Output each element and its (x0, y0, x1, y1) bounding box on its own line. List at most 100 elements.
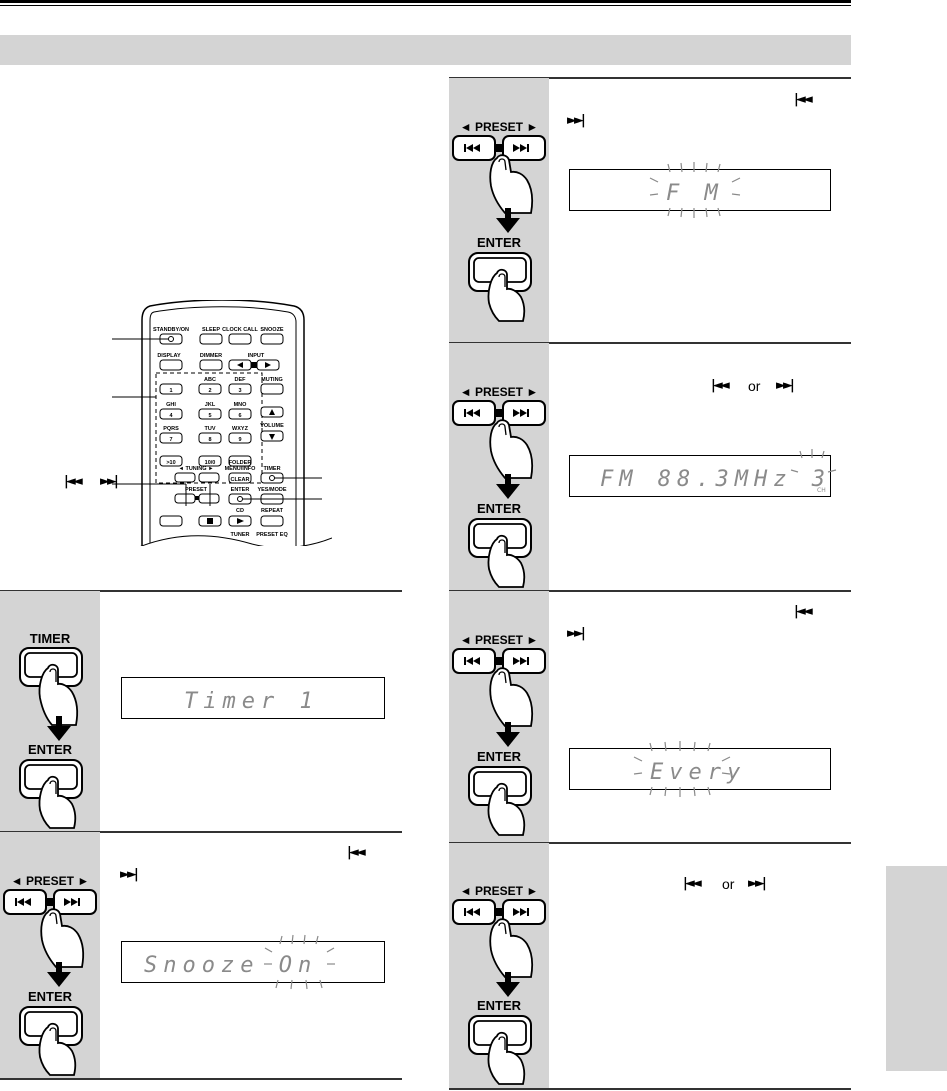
svg-text:DEF: DEF (235, 377, 247, 383)
remote-label-tuning: ◄ TUNING ► (178, 466, 213, 472)
blink-rays-icon (264, 934, 335, 990)
enter-button[interactable]: ENTER (463, 232, 533, 322)
enter-button[interactable]: ENTER (463, 498, 533, 588)
svg-text:PQRS: PQRS (163, 426, 179, 432)
down-arrow-icon (496, 474, 520, 499)
step-divider (449, 842, 851, 844)
skip-back-icon: |◄◄ (64, 474, 83, 489)
lcd-text: FM 88.3MHz 3 (600, 467, 831, 492)
blink-rays-icon (649, 162, 741, 218)
enter-button[interactable]: ENTER (14, 986, 84, 1076)
skip-forward-icon (513, 908, 529, 916)
lcd-text: Every (650, 760, 746, 785)
down-arrow-icon (496, 208, 520, 233)
svg-text:JKL: JKL (205, 402, 216, 408)
skip-forward-icon: ►►| (567, 113, 586, 128)
svg-text:MNO: MNO (234, 402, 248, 408)
skip-back-icon: |◄◄ (794, 604, 813, 619)
skip-forward-icon: ►►| (100, 474, 119, 489)
enter-button[interactable]: ENTER (463, 996, 533, 1085)
preset-label: ◄ PRESET ► (460, 633, 538, 647)
enter-button-label: ENTER (28, 989, 73, 1004)
svg-text:TUV: TUV (205, 426, 216, 432)
remote-label-input: INPUT (248, 353, 265, 359)
skip-back-icon: |◄◄ (347, 845, 366, 860)
lcd-display-snooze: Snooze On (121, 934, 385, 990)
skip-back-icon (464, 908, 480, 916)
down-arrow-icon (496, 722, 520, 747)
preset-buttons[interactable]: ◄ PRESET ► (2, 868, 98, 968)
remote-label-sleep: SLEEP (202, 327, 220, 333)
remote-label-repeat: REPEAT (261, 508, 284, 514)
enter-button[interactable]: ENTER (14, 740, 84, 829)
remote-label-cd: CD (236, 508, 244, 514)
lcd-display-every: Every (569, 741, 831, 797)
skip-back-icon (464, 144, 480, 152)
preset-buttons[interactable]: ◄ PRESET ► (451, 379, 547, 479)
down-arrow-icon (496, 972, 520, 997)
remote-label-preseteq: PRESET EQ (256, 532, 288, 538)
chapter-tab (886, 866, 947, 1071)
remote-label-tuner: TUNER (231, 532, 250, 538)
preset-buttons[interactable]: ◄ PRESET ► (451, 878, 547, 978)
svg-text:8: 8 (208, 437, 211, 443)
svg-text:GHI: GHI (166, 402, 176, 408)
step-divider (0, 1078, 402, 1080)
skip-forward-icon (513, 657, 529, 665)
remote-label-snooze: SNOOZE (260, 327, 284, 333)
skip-forward-icon (513, 144, 529, 152)
step-divider (449, 1088, 851, 1090)
enter-button-label: ENTER (477, 501, 522, 516)
step-divider (0, 590, 402, 592)
remote-label-muting: MUTING (261, 377, 283, 383)
skip-forward-icon (64, 898, 80, 906)
or-text: or (748, 378, 761, 394)
skip-back-icon (15, 898, 31, 906)
timer-button-label: TIMER (30, 631, 71, 646)
enter-button-label: ENTER (477, 235, 522, 250)
svg-text:FOLDER: FOLDER (229, 460, 252, 466)
step-divider (0, 831, 402, 833)
skip-back-icon: |◄◄ (794, 92, 813, 107)
svg-text:1: 1 (169, 388, 172, 394)
enter-button-label: ENTER (28, 742, 73, 757)
lcd-text: Timer 1 (184, 689, 319, 714)
step-divider (449, 590, 851, 592)
remote-label-preset: PRESET (185, 487, 208, 493)
svg-text:5: 5 (208, 413, 211, 419)
svg-text:7: 7 (169, 437, 172, 443)
preset-label: ◄ PRESET ► (460, 385, 538, 399)
remote-label-menu: MENU/INFO (225, 466, 257, 472)
skip-forward-icon: ►►| (776, 378, 795, 393)
skip-forward-icon (513, 409, 529, 417)
preset-buttons[interactable]: ◄ PRESET ► (451, 627, 547, 727)
lcd-display-timer: Timer 1 (121, 677, 385, 719)
ch-indicator: CH (817, 487, 826, 494)
or-text: or (722, 876, 735, 892)
enter-button[interactable]: ENTER (463, 746, 533, 836)
lcd-text: F M (666, 181, 724, 206)
svg-text:6: 6 (238, 413, 241, 419)
skip-back-icon (464, 657, 480, 665)
down-arrow-icon (47, 962, 71, 987)
skip-back-icon (464, 409, 480, 417)
svg-text:3: 3 (238, 388, 241, 394)
lcd-text: Snooze On (144, 953, 317, 978)
remote-label-standby: STANDBY/ON (153, 327, 189, 333)
skip-forward-icon: ►►| (567, 626, 586, 641)
enter-button-label: ENTER (477, 749, 522, 764)
svg-text:10/0: 10/0 (205, 460, 216, 466)
svg-text:>10: >10 (166, 460, 175, 466)
step-divider (449, 77, 851, 79)
preset-buttons[interactable]: ◄ PRESET ► (451, 114, 547, 214)
svg-text:2: 2 (208, 388, 211, 394)
remote-label-timer: TIMER (263, 466, 280, 472)
remote-label-dimmer: DIMMER (200, 353, 222, 359)
skip-forward-icon: ►►| (120, 867, 139, 882)
timer-button[interactable]: TIMER (14, 628, 84, 728)
skip-forward-icon: ►►| (748, 876, 767, 891)
remote-control-illustration: STANDBY/ON SLEEP CLOCK CALL SNOOZE DISPL… (112, 300, 332, 546)
skip-back-icon: |◄◄ (711, 378, 730, 393)
remote-label-enter: ENTER (231, 487, 250, 493)
down-arrow-icon (47, 716, 71, 741)
